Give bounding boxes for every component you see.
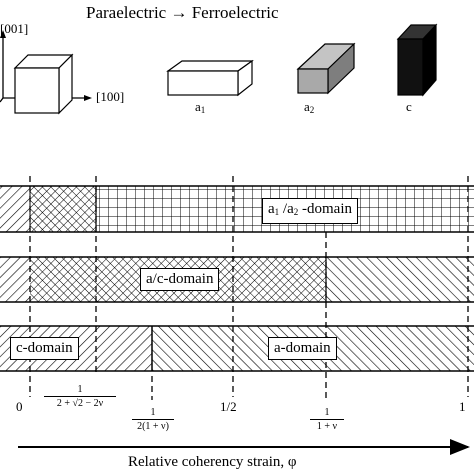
band-label-a1a2-domain: a1 /a2 -domain — [262, 198, 358, 224]
tick-label-frac-ca-boundary: 1 2(1 + ν) — [132, 407, 174, 433]
tick-label-frac-ac-boundary: 1 2 + √2 − 2ν — [44, 384, 116, 410]
tick-label-half: 1/2 — [220, 399, 237, 414]
axis-label-100: [100] — [96, 89, 125, 104]
tick-label-frac-a-boundary: 1 1 + ν — [310, 407, 344, 433]
band-label-a-domain: a-domain — [268, 337, 337, 360]
paraelectric-cube-icon — [13, 53, 74, 115]
c-crystal-icon — [396, 23, 438, 97]
band-label-ac-domain: a/c-domain — [140, 268, 220, 291]
x-axis-label: Relative coherency strain, φ — [128, 454, 297, 470]
band-a1a2 — [0, 185, 474, 233]
a2-crystal-icon — [296, 42, 356, 95]
tick-label-one: 1 — [459, 399, 466, 414]
crystal-label-c: c — [406, 99, 412, 114]
crystal-label-a2: a2 — [304, 99, 315, 115]
crystal-label-a1: a1 — [195, 99, 206, 115]
transition-title: Paraelectric → Ferroelectric — [86, 3, 279, 22]
reference-lines — [29, 176, 469, 400]
band-ac — [0, 256, 474, 303]
axis-label-001: [001] — [0, 21, 29, 36]
tick-label-zero: 0 — [16, 399, 23, 414]
band-label-c-domain: c-domain — [10, 337, 79, 360]
a1-crystal-icon — [166, 59, 254, 97]
